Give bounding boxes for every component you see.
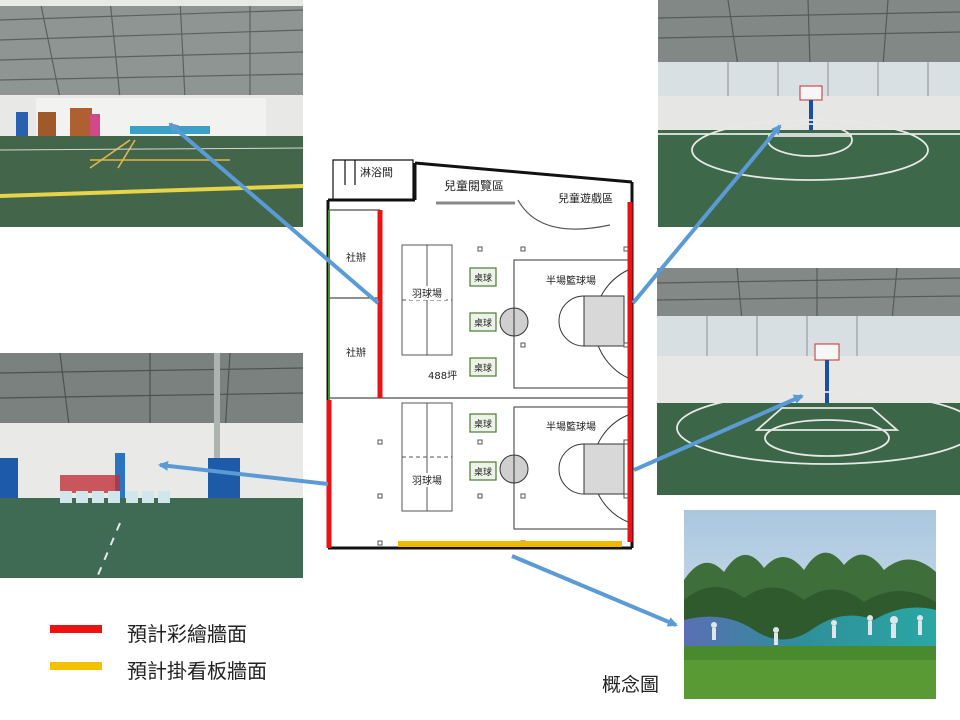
legend-line-billboard bbox=[50, 662, 102, 670]
concept-caption: 概念圖 bbox=[602, 674, 660, 696]
label-children-reading: 兒童閱覽區 bbox=[444, 178, 504, 193]
legend-label-paint: 預計彩繪牆面 bbox=[127, 622, 247, 646]
label-shower: 淋浴間 bbox=[360, 166, 393, 179]
legend-line-paint bbox=[50, 625, 102, 633]
label-box-1: 桌球 bbox=[474, 272, 492, 284]
photo-hall-left-wall bbox=[0, 0, 303, 227]
planned-paint-walls bbox=[326, 202, 633, 548]
label-club-bottom: 社辦 bbox=[346, 346, 366, 359]
label-basketball-top: 半場籃球場 bbox=[546, 274, 596, 287]
label-badminton-top: 羽球場 bbox=[412, 287, 442, 300]
photo-basketball-court-bottom bbox=[657, 268, 960, 495]
label-children-play: 兒童遊戲區 bbox=[558, 191, 613, 205]
photo-basketball-court-top bbox=[658, 0, 960, 227]
concept-image bbox=[684, 510, 936, 699]
label-club-top: 社辦 bbox=[346, 251, 366, 264]
label-basketball-bottom: 半場籃球場 bbox=[546, 420, 596, 433]
label-box-2: 桌球 bbox=[474, 317, 492, 329]
legend-label-billboard: 預計掛看板牆面 bbox=[127, 659, 267, 683]
label-box-3: 桌球 bbox=[474, 362, 492, 374]
label-area: 488坪 bbox=[428, 369, 457, 382]
annex-walls bbox=[332, 159, 414, 200]
label-box-4: 桌球 bbox=[474, 418, 492, 430]
photo-seating-area bbox=[0, 353, 303, 578]
label-box-5: 桌球 bbox=[474, 466, 492, 478]
label-badminton-bottom: 羽球場 bbox=[412, 474, 442, 487]
